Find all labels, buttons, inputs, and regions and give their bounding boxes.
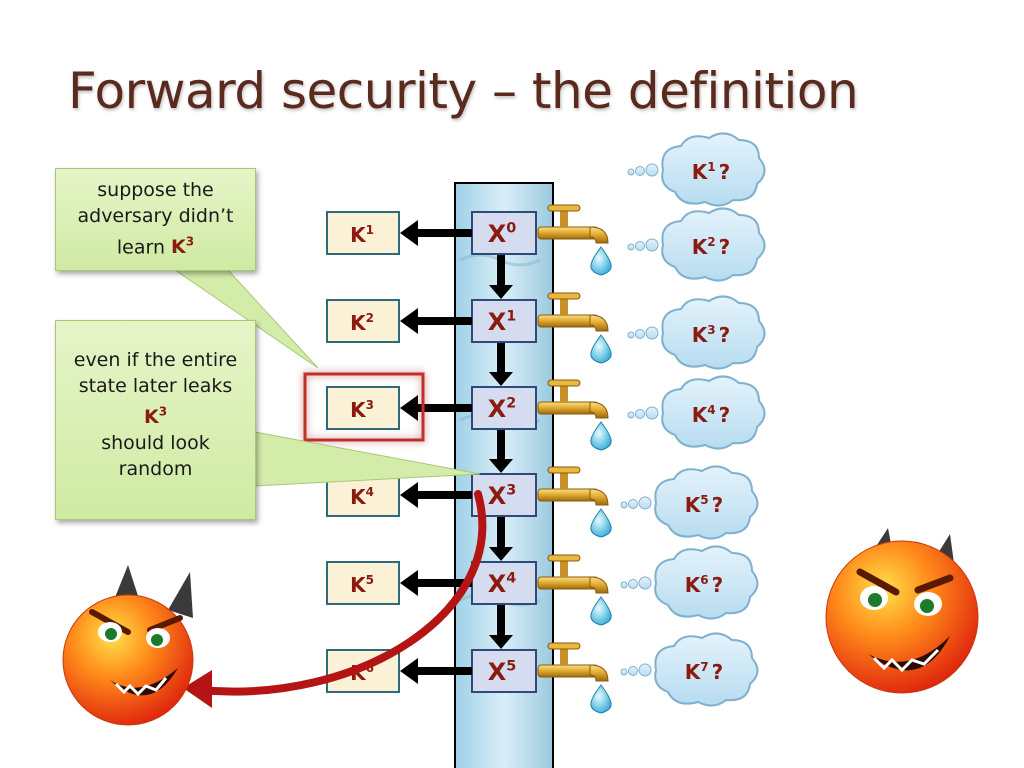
key-box [326, 299, 400, 343]
note1-line1: suppose the [97, 179, 214, 201]
thought-bubble-icon: K4? [627, 375, 766, 450]
key-box [326, 386, 400, 430]
note1-line3: learn K3 [56, 229, 255, 260]
output-arrow-head [400, 308, 418, 334]
faucet-icon [537, 554, 609, 594]
note2-line4: should look [101, 432, 210, 455]
key-label: K2 [350, 311, 374, 335]
key-label: K5 [350, 573, 374, 597]
slide-title: Forward security – the definition [68, 62, 859, 120]
output-arrow-head [400, 395, 418, 421]
state-box [471, 386, 537, 430]
thought-bubble-icon: K7? [620, 632, 759, 707]
state-node: X2 [471, 386, 537, 430]
state-transition-arrow [489, 430, 513, 473]
output-arrow-head [400, 482, 418, 508]
note2-line5: random [118, 458, 193, 481]
faucet-icon [537, 379, 609, 419]
thought-bubble-icon: K5? [620, 465, 759, 540]
water-drop-icon [590, 596, 612, 626]
note1-key-sup: 3 [185, 235, 195, 249]
output-arrow-head [400, 658, 418, 684]
state-transition-arrow [489, 255, 513, 299]
note1-key-label: K [171, 236, 186, 259]
state-label: X4 [488, 570, 517, 598]
bubble-label: K2? [692, 235, 730, 259]
output-arrow-head [400, 220, 418, 246]
state-node: X5 [471, 649, 537, 693]
note1-key: K3 [171, 235, 195, 259]
thought-bubble-icon: K1? [627, 132, 766, 207]
bubble-label: K1? [692, 160, 730, 184]
state-label: X1 [488, 308, 517, 336]
faucet-icon [537, 642, 609, 682]
faucet-icon [537, 292, 609, 332]
note2-key-label: K [143, 406, 159, 429]
key-box [326, 561, 400, 605]
key-node: K5 [326, 561, 472, 605]
note2-line2: state later leaks [78, 375, 233, 397]
note-state-leaks: even if the entire state later leaks K3 … [55, 320, 256, 520]
note2-line3: K3 [56, 399, 255, 430]
note-adversary-did-not-learn: suppose the adversary didn’t learn K3 [55, 168, 256, 271]
thought-bubble-icon: K6? [620, 545, 759, 620]
bubble-label: K3? [692, 323, 730, 347]
key-label: K1 [350, 223, 374, 247]
water-drop-icon [590, 334, 612, 364]
state-box [471, 561, 537, 605]
leak-arrow-head [183, 670, 212, 708]
state-node: X1 [471, 299, 537, 343]
bubble-label: K5? [685, 493, 723, 517]
bubble-label: K7? [685, 660, 723, 684]
state-label: X0 [488, 220, 517, 248]
key-node: K3 [326, 386, 472, 430]
bubble-label: K4? [692, 403, 730, 427]
note1-line2: adversary didn’t [77, 205, 234, 227]
water-drop-icon [590, 421, 612, 451]
thought-bubble-icon: K2? [627, 207, 766, 282]
bubble-label: K6? [685, 573, 723, 597]
state-label: X2 [488, 395, 517, 423]
water-drop-icon [590, 246, 612, 276]
water-drop-icon [590, 508, 612, 538]
k3-highlight-frame [303, 372, 425, 442]
leak-arrow [196, 490, 487, 696]
key-node: K1 [326, 211, 472, 255]
key-label: K4 [350, 485, 374, 509]
water-drop-icon [590, 684, 612, 714]
key-box [326, 211, 400, 255]
devil-face-icon [825, 528, 979, 694]
note1-line3-prefix: learn [116, 236, 172, 259]
faucet-icon [537, 466, 609, 506]
thought-bubble-icon: K3? [627, 295, 766, 370]
state-node: X4 [471, 561, 537, 605]
faucet-icon [537, 204, 609, 244]
output-arrow-head [400, 570, 418, 596]
state-box [471, 649, 537, 693]
state-transition-arrow [489, 343, 513, 386]
note2-key-sup: 3 [158, 405, 168, 419]
note2-line1: even if the entire [73, 349, 238, 371]
state-box [471, 299, 537, 343]
state-transition-arrow [489, 605, 513, 649]
state-label: X5 [488, 658, 517, 686]
key-node: K4 [326, 473, 472, 517]
devil-face-icon [62, 565, 194, 726]
key-node: K2 [326, 299, 472, 343]
state-transition-arrow [489, 517, 513, 561]
note2-key: K3 [143, 405, 168, 429]
state-label: X3 [488, 482, 517, 510]
state-node: X0 [471, 211, 537, 255]
key-label: K3 [350, 398, 374, 422]
